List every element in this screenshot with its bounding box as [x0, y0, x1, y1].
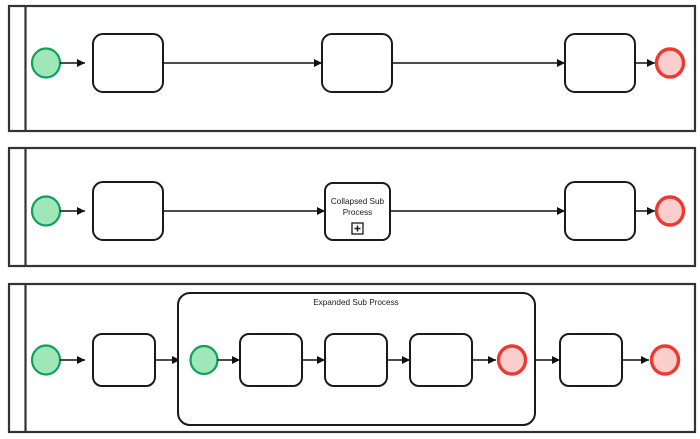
task[interactable] — [409, 333, 473, 387]
task[interactable] — [239, 333, 303, 387]
start-event[interactable] — [189, 344, 219, 376]
sequence-flow — [155, 356, 180, 364]
sequence-flow — [535, 356, 560, 364]
collapsed-sub-process-label-line-2: Process — [343, 208, 373, 217]
end-event[interactable] — [654, 47, 686, 79]
task[interactable] — [564, 181, 636, 241]
task[interactable] — [92, 181, 164, 241]
pool-expanded-subprocess[interactable]: Expanded Sub Process — [7, 282, 697, 434]
task[interactable] — [564, 33, 636, 93]
sequence-flow — [392, 59, 565, 67]
task[interactable] — [321, 33, 393, 93]
sequence-flow — [622, 356, 649, 364]
sequence-flow — [60, 356, 85, 364]
task[interactable] — [92, 333, 156, 387]
expanded-sub-process[interactable]: Expanded Sub Process — [177, 292, 536, 426]
collapsed-sub-process-label-line-1: Collapsed Sub — [331, 197, 385, 206]
pool-collapsed-subprocess[interactable]: Collapsed Sub Process — [7, 146, 697, 268]
plus-marker-icon — [351, 222, 364, 235]
task[interactable] — [559, 333, 623, 387]
sequence-flow — [302, 356, 325, 364]
sequence-flow — [163, 207, 325, 215]
sequence-flow — [163, 59, 322, 67]
sequence-flow — [635, 207, 655, 215]
task[interactable] — [324, 333, 388, 387]
sequence-flow — [60, 207, 85, 215]
sequence-flow — [472, 356, 496, 364]
sequence-flow — [635, 59, 655, 67]
start-event[interactable] — [30, 47, 62, 79]
start-event[interactable] — [30, 344, 62, 376]
expanded-sub-process-title: Expanded Sub Process — [313, 298, 399, 307]
sequence-flow — [387, 356, 410, 364]
sequence-flow — [390, 207, 565, 215]
end-event[interactable] — [654, 195, 686, 227]
end-event[interactable] — [649, 344, 681, 376]
sequence-flow — [217, 356, 240, 364]
task[interactable] — [92, 33, 164, 93]
collapsed-sub-process[interactable]: Collapsed Sub Process — [324, 182, 391, 241]
sequence-flow — [60, 59, 85, 67]
pool-simple-sequence[interactable] — [7, 4, 697, 133]
end-event[interactable] — [496, 344, 528, 376]
start-event[interactable] — [30, 195, 62, 227]
